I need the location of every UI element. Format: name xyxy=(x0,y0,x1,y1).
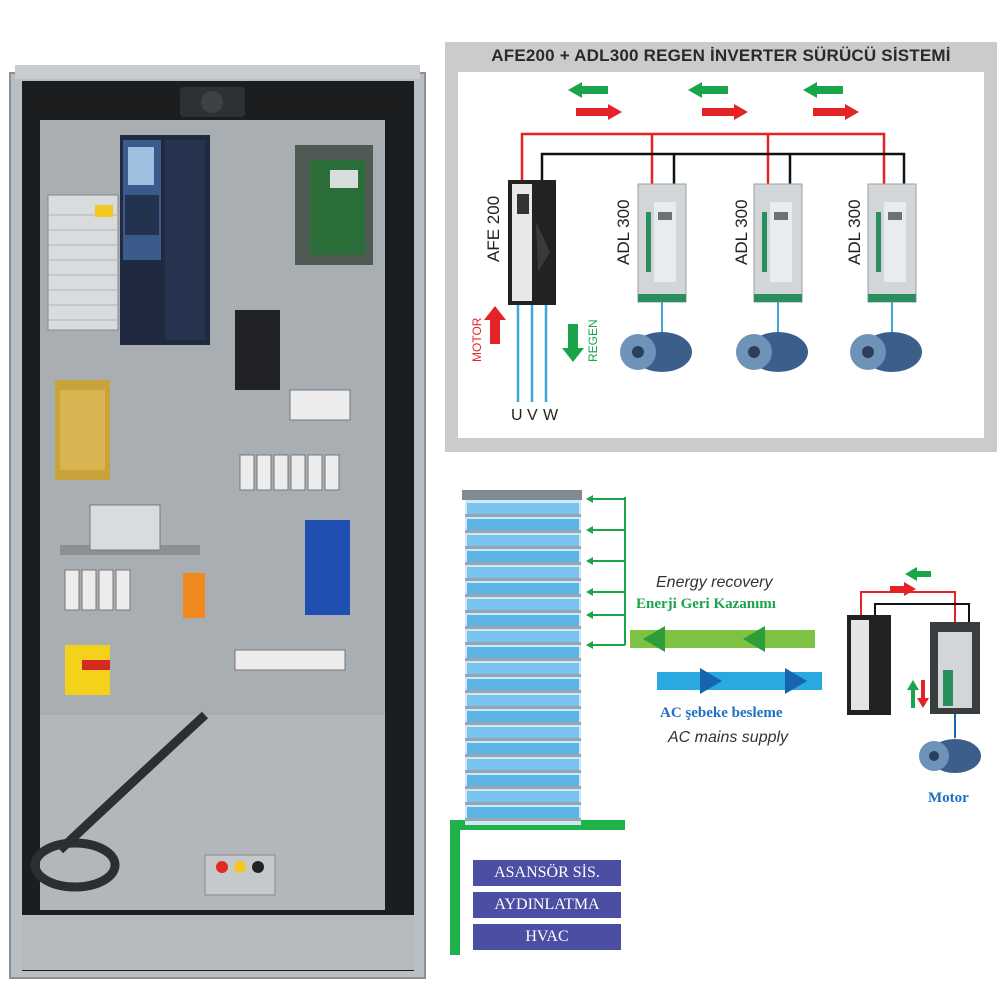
building-floor xyxy=(467,807,579,818)
floor-slab xyxy=(465,562,581,565)
building-floor xyxy=(467,647,579,658)
floor-slab xyxy=(465,514,581,517)
building-floor xyxy=(467,711,579,722)
floor-slab xyxy=(465,674,581,677)
building-floor xyxy=(467,615,579,626)
adl300-units xyxy=(637,183,917,303)
building-floor xyxy=(467,631,579,642)
diagram-title: AFE200 + ADL300 REGEN İNVERTER SÜRÜCÜ Sİ… xyxy=(491,46,951,65)
adl300-label-1: ADL 300 xyxy=(614,199,633,265)
cabinet-photo xyxy=(0,55,440,1000)
building-floor xyxy=(467,599,579,610)
floor-slab xyxy=(465,578,581,581)
floor-slab xyxy=(465,738,581,741)
floor-slab xyxy=(465,610,581,613)
afe200-label: AFE 200 xyxy=(484,195,503,262)
floor-slab xyxy=(465,546,581,549)
adl300-small-label: ADL300 xyxy=(898,611,913,660)
building-floor xyxy=(467,551,579,562)
energy-recovery-en: Energy recovery xyxy=(656,574,773,591)
building-floor xyxy=(467,727,579,738)
phase-u: U xyxy=(511,407,523,424)
building-floor xyxy=(467,503,579,514)
building-floor xyxy=(467,743,579,754)
floor-slab xyxy=(465,722,581,725)
drive-pair xyxy=(835,560,995,780)
building-floor xyxy=(467,519,579,530)
energy-recovery-tr: Enerji Geri Kazanımı xyxy=(636,596,776,612)
building-floor xyxy=(467,583,579,594)
building-floor xyxy=(467,567,579,578)
motor-direction-label: MOTOR xyxy=(470,317,484,362)
load-elevator: ASANSÖR SİS. xyxy=(473,860,621,886)
afe200-unit xyxy=(508,180,556,402)
building-floor xyxy=(467,663,579,674)
building-floor xyxy=(467,759,579,770)
adl300-label-2: ADL 300 xyxy=(732,199,751,265)
building-floor xyxy=(467,791,579,802)
floor-slab xyxy=(465,530,581,533)
floor-slab xyxy=(465,802,581,805)
motor-label: Motor xyxy=(928,790,969,806)
floor-slab xyxy=(465,818,581,821)
floor-slab xyxy=(465,626,581,629)
floor-slab xyxy=(465,770,581,773)
adl300-label-3: ADL 300 xyxy=(845,199,864,265)
energy-flow-arrows xyxy=(625,620,825,700)
regen-direction-label: REGEN xyxy=(586,319,600,362)
floor-slab xyxy=(465,706,581,709)
ac-supply-en: AC mains supply xyxy=(668,729,789,746)
floor-slab xyxy=(465,642,581,645)
floor-slab xyxy=(465,786,581,789)
floor-slab xyxy=(465,658,581,661)
building-floor xyxy=(467,775,579,786)
floor-slab xyxy=(465,594,581,597)
regen-direction-arrows xyxy=(568,82,859,120)
floor-slab xyxy=(465,690,581,693)
phase-v: V xyxy=(527,407,538,424)
phase-w: W xyxy=(543,407,559,424)
building-floor xyxy=(467,695,579,706)
building-floor xyxy=(467,535,579,546)
afe200-small-label: AFE200 xyxy=(826,632,841,680)
ac-supply-tr: AC şebeke besleme xyxy=(660,705,783,721)
regen-diagram xyxy=(458,72,984,438)
load-hvac: HVAC xyxy=(473,924,621,950)
floor-slab xyxy=(465,754,581,757)
motors xyxy=(620,332,922,372)
load-lighting: AYDINLATMA xyxy=(473,892,621,918)
building-floor xyxy=(467,679,579,690)
